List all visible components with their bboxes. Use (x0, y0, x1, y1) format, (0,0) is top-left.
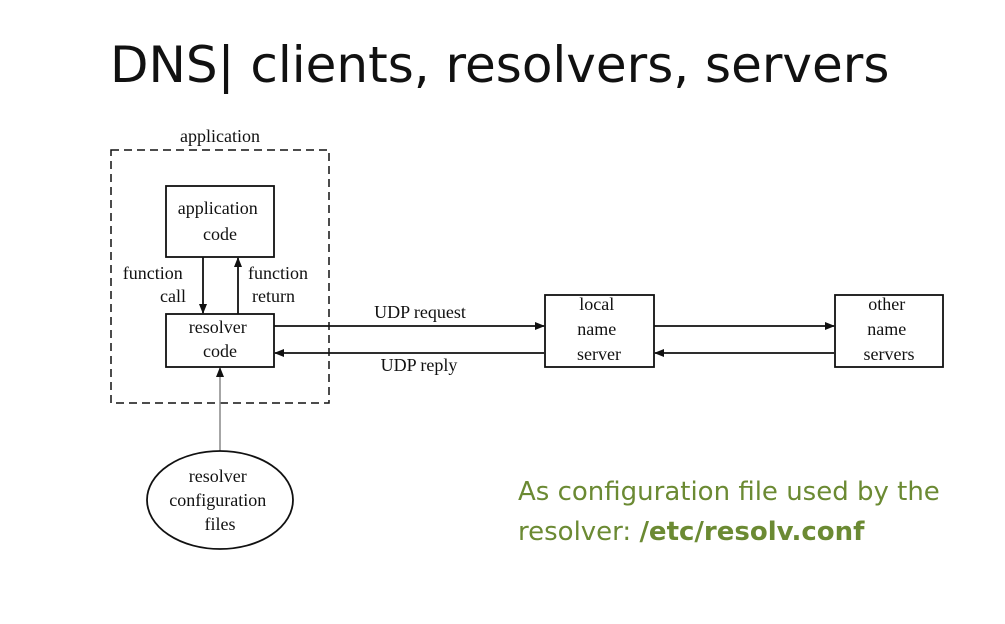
note-line-1: As configuration file used by the (518, 477, 940, 507)
slide-title: DNS| clients, resolvers, servers (110, 36, 890, 94)
note-line-2-prefix: resolver: (518, 517, 640, 547)
other-name-servers-box (834, 294, 944, 368)
local-name-server-label: local name server (577, 294, 621, 364)
config-file-note: As configuration file used by the resolv… (518, 472, 940, 552)
udp-reply-label: UDP reply (381, 355, 458, 375)
local-name-server-box (544, 294, 655, 368)
resolver-code-label: resolver code (189, 317, 251, 361)
resolv-conf-path: /etc/resolv.conf (639, 517, 865, 547)
application-group-label: application (180, 126, 260, 146)
application-code-box (165, 185, 275, 258)
other-name-servers-label: other name servers (864, 294, 915, 364)
application-code-label: application code (178, 198, 262, 244)
resolver-config-files-ellipse (146, 450, 294, 550)
note-line-2: resolver: /etc/resolv.conf (518, 512, 940, 552)
udp-request-label: UDP request (374, 302, 466, 322)
function-return-label: function return (248, 263, 313, 306)
function-call-label: function call (123, 263, 188, 306)
resolver-config-files-label: resolver configuration files (169, 466, 270, 534)
